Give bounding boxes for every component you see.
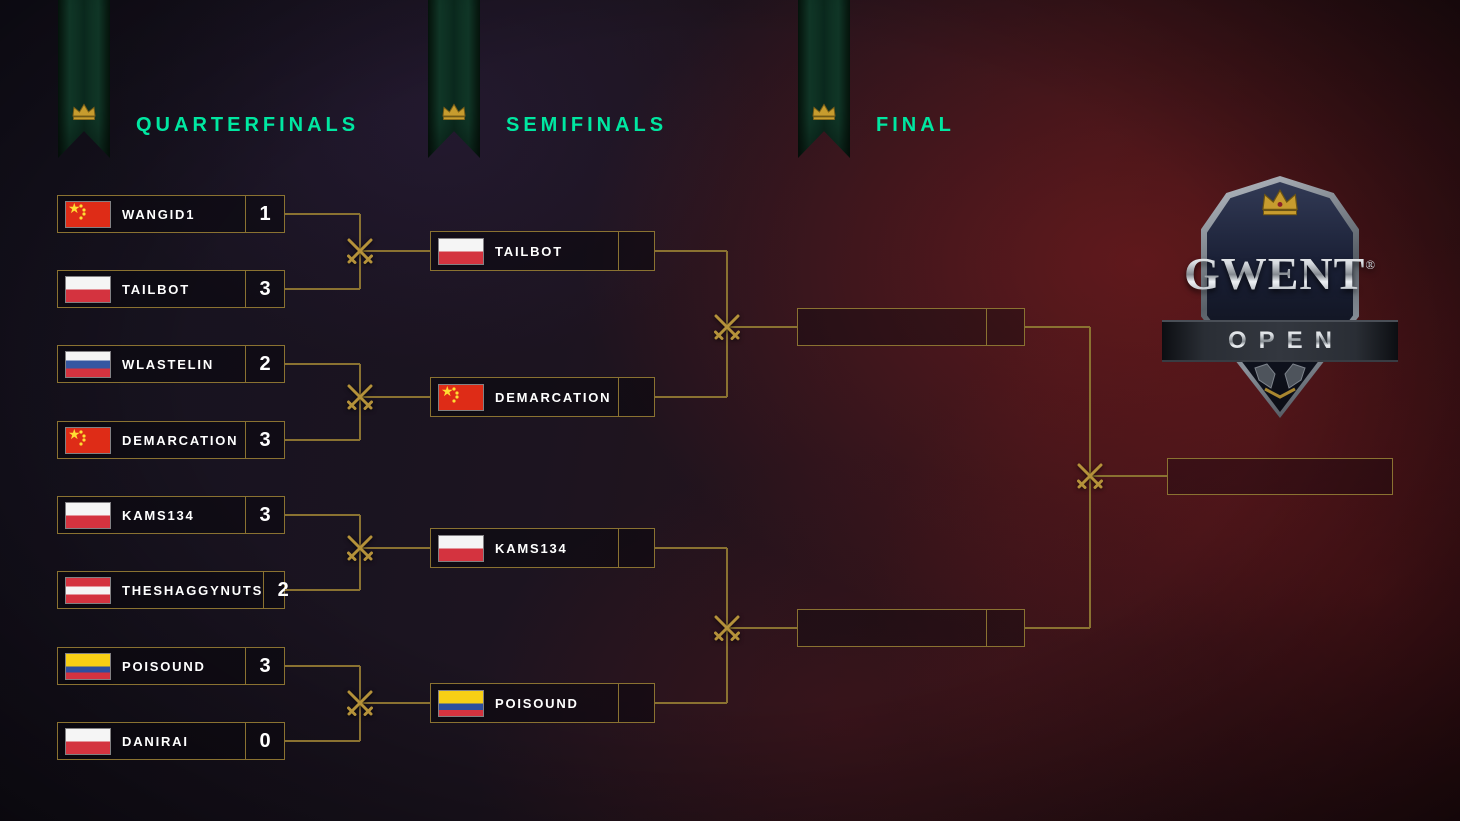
- crossed-swords-icon: [342, 379, 378, 415]
- player-name: THESHAGGYNUTS: [122, 582, 264, 598]
- crown-icon: [812, 103, 836, 120]
- score-value: [986, 610, 1024, 646]
- bracket-entry: DANIRAI 0: [57, 722, 285, 760]
- player-name: TAILBOT: [122, 281, 190, 297]
- crossed-swords-icon: [342, 530, 378, 566]
- final-slot: [797, 308, 1025, 346]
- champion-slot: [1167, 458, 1393, 495]
- round-header-quarterfinals: QUARTERFINALS: [136, 114, 360, 136]
- bracket-connector: [655, 396, 727, 398]
- bracket-connector: [285, 363, 360, 365]
- crossed-swords-icon: [709, 610, 745, 646]
- player-name: WANGID1: [122, 206, 196, 222]
- score-value: [618, 684, 654, 722]
- wolf-emblem-icon: [1254, 363, 1306, 399]
- bracket-connector: [285, 514, 360, 516]
- bracket-entry: KAMS134 3: [57, 496, 285, 534]
- score-value: 0: [245, 723, 284, 759]
- player-name: POISOUND: [495, 695, 579, 711]
- score-value: [618, 378, 654, 416]
- flag-icon: [439, 690, 483, 716]
- score-value: [618, 529, 654, 567]
- round-header-semifinals: SEMIFINALS: [506, 114, 668, 136]
- bracket-entry: WLASTELIN 2: [57, 345, 285, 383]
- crown-icon: [72, 103, 96, 120]
- bracket-connector: [285, 439, 360, 441]
- open-banner-text: OPEN: [1216, 327, 1344, 355]
- registered-mark: ®: [1365, 257, 1377, 272]
- flag-icon: [66, 201, 110, 227]
- score-value: 3: [245, 648, 284, 684]
- gwent-open-logo: GWENT® OPEN: [1158, 172, 1402, 424]
- bracket-entry: THESHAGGYNUTS 2: [57, 571, 289, 609]
- player-name: [798, 610, 986, 646]
- player-name: DEMARCATION: [495, 389, 612, 405]
- crossed-swords-icon: [709, 309, 745, 345]
- round-banner-ribbon: [798, 0, 850, 158]
- final-slot: [797, 609, 1025, 647]
- crown-icon: [442, 103, 466, 120]
- gwent-title-text: GWENT: [1183, 248, 1366, 300]
- flag-icon: [66, 427, 110, 453]
- round-header-final: FINAL: [876, 114, 955, 136]
- score-value: [986, 309, 1024, 345]
- bracket-entry: DEMARCATION 3: [57, 421, 285, 459]
- bracket-entry: POISOUND 3: [57, 647, 285, 685]
- player-name: DANIRAI: [122, 733, 189, 749]
- bracket-connector: [285, 213, 360, 215]
- flag-icon: [66, 653, 110, 679]
- score-value: 1: [245, 196, 284, 232]
- score-value: [618, 232, 654, 270]
- score-value: 2: [245, 346, 284, 382]
- bracket-connector: [1025, 326, 1090, 328]
- flag-icon: [439, 238, 483, 264]
- bracket-entry: TAILBOT 3: [57, 270, 285, 308]
- flag-icon: [439, 535, 483, 561]
- open-banner: OPEN: [1162, 320, 1398, 362]
- bracket-connector: [655, 547, 727, 549]
- round-banner-ribbon: [58, 0, 110, 158]
- flag-icon: [439, 384, 483, 410]
- flag-icon: [66, 351, 110, 377]
- gwent-title: GWENT®: [1158, 244, 1402, 299]
- bracket-entry: WANGID1 1: [57, 195, 285, 233]
- bracket-connector: [285, 288, 360, 290]
- bracket-connector: [655, 250, 727, 252]
- bracket-connector: [285, 740, 360, 742]
- bracket-entry: KAMS134: [430, 528, 655, 568]
- bracket-connector: [655, 702, 727, 704]
- player-name: KAMS134: [495, 540, 568, 556]
- crossed-swords-icon: [342, 233, 378, 269]
- bracket-connector: [1025, 627, 1090, 629]
- crossed-swords-icon: [342, 685, 378, 721]
- player-name: DEMARCATION: [122, 432, 239, 448]
- bracket-entry: TAILBOT: [430, 231, 655, 271]
- score-value: 3: [245, 271, 284, 307]
- flag-icon: [66, 502, 110, 528]
- flag-icon: [66, 577, 110, 603]
- crossed-swords-icon: [1072, 458, 1108, 494]
- bracket-connector: [285, 589, 360, 591]
- player-name: TAILBOT: [495, 243, 563, 259]
- bracket-entry: POISOUND: [430, 683, 655, 723]
- flag-icon: [66, 276, 110, 302]
- crown-icon: [1262, 189, 1298, 216]
- bracket-connector: [285, 665, 360, 667]
- player-name: WLASTELIN: [122, 356, 215, 372]
- flag-icon: [66, 728, 110, 754]
- player-name: [798, 309, 986, 345]
- bracket-entry: DEMARCATION: [430, 377, 655, 417]
- player-name: POISOUND: [122, 658, 206, 674]
- score-value: 3: [245, 422, 284, 458]
- score-value: 3: [245, 497, 284, 533]
- round-banner-ribbon: [428, 0, 480, 158]
- player-name: KAMS134: [122, 507, 195, 523]
